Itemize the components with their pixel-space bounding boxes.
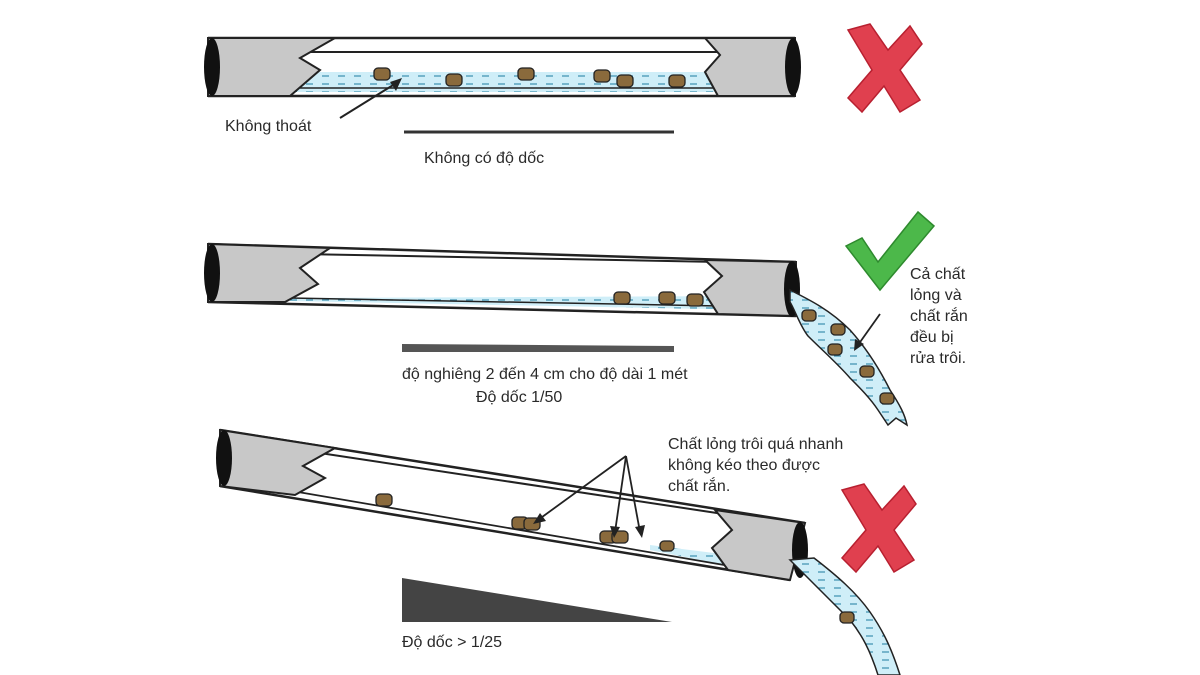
pipe-too-steep <box>216 428 808 582</box>
solids-outflow <box>801 309 895 405</box>
callout-line: chất rắn. <box>668 478 731 495</box>
outflow-note-line: chất rắn <box>910 308 968 325</box>
callout-line: không kéo theo được <box>668 457 820 474</box>
callout-line: Chất lỏng trôi quá nhanh <box>668 436 844 453</box>
solids-flat <box>373 67 686 88</box>
slope-bar-slight <box>402 344 674 352</box>
solid-outflow <box>839 611 855 624</box>
check-mark-icon <box>844 210 936 292</box>
slope-caption-correct: độ nghiêng 2 đến 4 cm cho độ dài 1 mét <box>402 366 688 383</box>
callout-arrow-fast-3 <box>625 455 641 533</box>
pipe-end-left <box>216 430 232 486</box>
pipe-correct-slope <box>204 242 800 318</box>
wrong-mark-icon <box>846 23 923 114</box>
pipe-no-slope <box>204 36 801 98</box>
callout-arrow-no-drain <box>339 81 399 119</box>
outflow-note: Cả chất lỏng và chất rắn đều bị rửa trôi… <box>910 264 968 369</box>
solids-moving <box>613 291 704 307</box>
outflow-note-line: rửa trôi. <box>910 350 967 367</box>
pipe-wall-right <box>702 258 797 318</box>
solids-stuck <box>375 493 675 552</box>
pipe-wall-right <box>710 508 807 582</box>
slope-ratio-steep: Độ dốc > 1/25 <box>402 634 503 651</box>
wrong-mark-icon <box>840 483 917 574</box>
pipe-wall-left <box>207 37 339 97</box>
slope-wedge-steep <box>402 578 672 622</box>
outflow-note-line: Cả chất <box>910 266 966 283</box>
outflow-note-line: đều bị <box>910 329 954 346</box>
outflow-note-line: lỏng và <box>910 287 962 304</box>
pipe-wall-left <box>219 428 339 497</box>
pipe-wall-right <box>702 37 796 97</box>
water-flat <box>290 72 750 92</box>
pipe-wall-left <box>207 242 334 303</box>
callout-no-drain: Không thoát <box>225 118 312 135</box>
callout-arrow-fast-2 <box>614 455 627 533</box>
callout-too-fast: Chất lỏng trôi quá nhanh không kéo theo … <box>668 434 843 497</box>
pipe-end-right <box>785 38 801 96</box>
pipe-end-left <box>204 244 220 302</box>
callout-arrow-fast-1 <box>537 455 627 521</box>
slope-caption-flat: Không có độ dốc <box>424 150 545 167</box>
outflow-stream <box>789 288 909 427</box>
pipe-end-left <box>204 38 220 96</box>
outflow-stream-steep <box>788 557 901 675</box>
slope-ratio-correct: Độ dốc 1/50 <box>476 389 563 406</box>
